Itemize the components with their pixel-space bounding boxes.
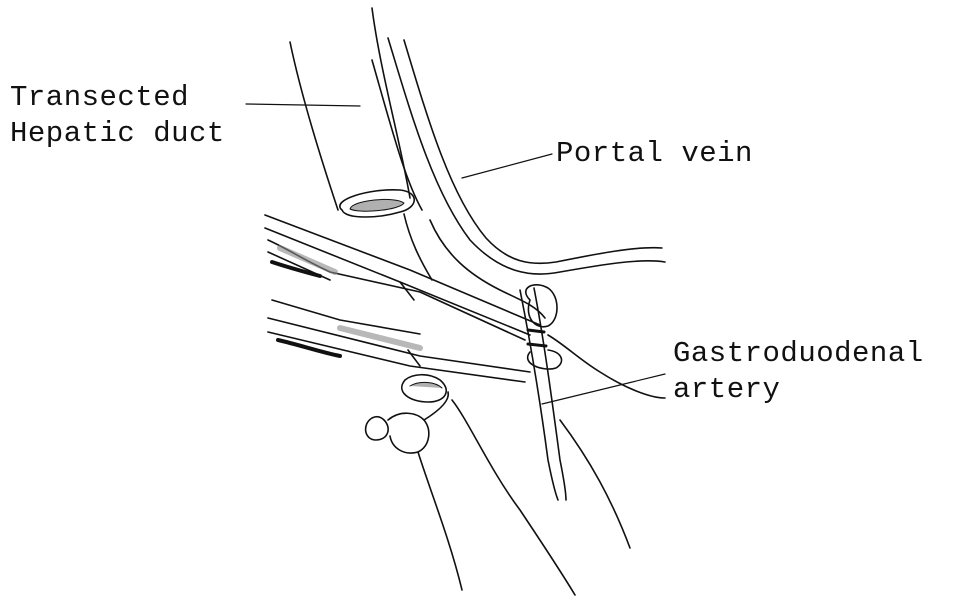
hepatic-duct-leader bbox=[246, 104, 360, 106]
hepatic-duct-label-line-2: Hepatic duct bbox=[10, 116, 225, 152]
hepatic-duct-label-line-1: Transected bbox=[10, 80, 225, 116]
portal-vein-leader bbox=[462, 154, 552, 178]
gastroduodenal-label-line-2: artery bbox=[673, 372, 924, 408]
gastroduodenal-artery bbox=[520, 285, 566, 500]
portal-vein-label-line-1: Portal vein bbox=[556, 136, 753, 172]
gastroduodenal-label-line-1: Gastroduodenal bbox=[673, 336, 924, 372]
gastroduodenal-artery-label: Gastroduodenal artery bbox=[673, 336, 924, 408]
hepatic-duct-label: Transected Hepatic duct bbox=[10, 80, 225, 152]
duodenum-stump bbox=[366, 375, 630, 595]
clamp-instruments bbox=[265, 215, 540, 382]
portal-vein-label: Portal vein bbox=[556, 136, 753, 172]
gastroduodenal-leader bbox=[542, 374, 665, 404]
hepatic-duct bbox=[290, 8, 432, 280]
